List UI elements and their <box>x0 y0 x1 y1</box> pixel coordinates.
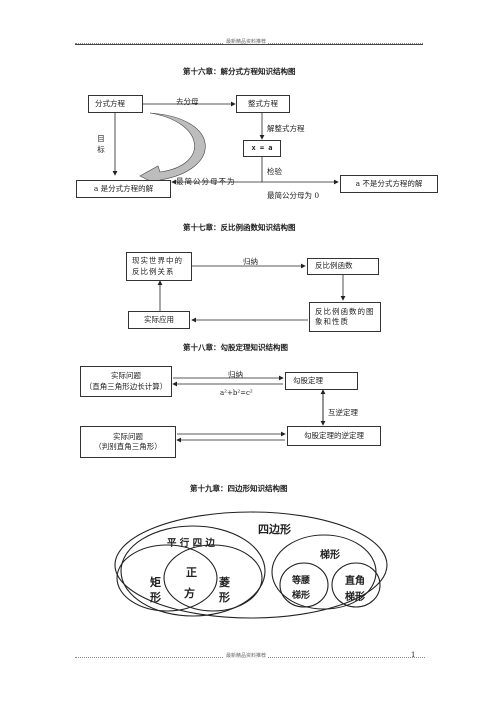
header-text: 最新精品资料推荐 <box>224 38 269 45</box>
venn-isosceles-b: 梯形 <box>292 591 311 601</box>
venn-isosceles-a: 等腰 <box>292 576 311 586</box>
venn-rectangle-a: 矩 <box>150 576 161 589</box>
lbl-lcd-zero: 最简公分母为 0 <box>267 191 320 200</box>
box-not-root: a 不是分式方程的解 <box>340 175 438 193</box>
header-underline <box>75 44 423 45</box>
venn-quadrilateral: 四边形 <box>258 523 291 536</box>
venn-right-a: 直角 <box>345 576 365 587</box>
venn-rectangle-b: 形 <box>150 591 161 604</box>
venn-rhombus-a: 菱 <box>219 576 230 589</box>
box-problem1-text: 实际问题 （直角三角形边长计算） <box>84 371 168 391</box>
venn-square-a: 正 <box>186 566 197 579</box>
box-problem1: 实际问题 （直角三角形边长计算） <box>80 366 172 397</box>
lbl-induction-18: 归纳 <box>228 370 243 379</box>
sec16-title: 第十六章：解分式方程知识结构图 <box>183 67 296 76</box>
box-is-root: a 是分式方程的解 <box>76 180 171 198</box>
venn-parallelogram: 平 行 四 边 <box>167 538 215 549</box>
lbl-induction-17: 归纳 <box>243 257 258 266</box>
venn-right-b: 梯形 <box>345 592 365 603</box>
lbl-goal: 目标 <box>97 134 105 155</box>
sec17-title: 第十七章：反比例函数知识结构图 <box>183 223 296 232</box>
box-problem2: 实际问题 （判别直角三角形） <box>80 426 176 458</box>
box-x-eq-a: x = a <box>243 140 281 157</box>
box-application: 实际应用 <box>128 311 190 329</box>
venn-trapezoid: 梯形 <box>320 550 340 561</box>
venn-rhombus-b: 形 <box>219 591 230 604</box>
box-fraction-eq: 分式方程 <box>88 95 143 113</box>
box-theorem: 勾股定理 <box>285 372 358 390</box>
page-number: 1 <box>411 651 416 659</box>
footer-text: 最新精品资料推荐 <box>224 652 269 659</box>
box-converse: 勾股定理的逆定理 <box>287 426 381 446</box>
sec19-title: 第十九章：四边形知识结构图 <box>190 484 288 493</box>
lbl-solve-integral: 解整式方程 <box>267 124 305 133</box>
lbl-check: 检验 <box>267 167 282 176</box>
lbl-mutual: 互逆定理 <box>328 408 358 417</box>
lbl-lcd-not-zero: 最简公分母不为 <box>176 177 236 186</box>
box-real: 现实世界中的反比例关系 <box>126 252 192 281</box>
box-integral-eq: 整式方程 <box>236 95 290 113</box>
box-problem2-text: 实际问题 （判别直角三角形） <box>94 431 162 451</box>
box-graph-props: 反比例函数的图象和性质 <box>309 302 381 332</box>
lbl-remove-denom: 去分母 <box>176 97 199 106</box>
sec18-title: 第十八章：勾股定理知识结构图 <box>183 343 288 352</box>
lbl-formula: a²+b²=c² <box>220 389 253 397</box>
box-inverse-fn: 反比例函数 <box>307 258 379 275</box>
venn-square-b: 方 <box>184 587 195 600</box>
